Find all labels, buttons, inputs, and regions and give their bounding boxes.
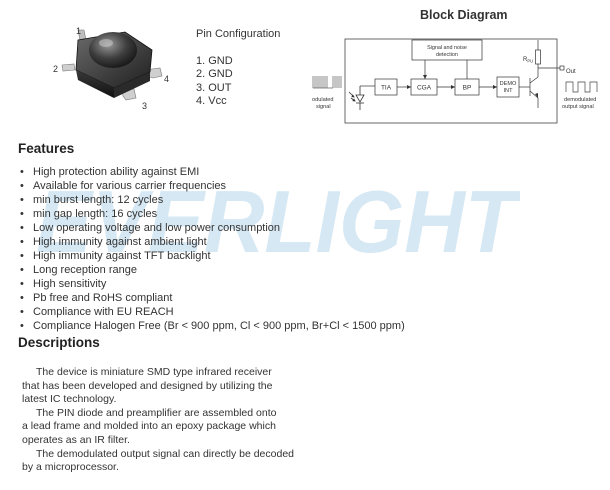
- package-pin-label-2: 2: [53, 64, 58, 74]
- feature-item: •High sensitivity: [20, 278, 107, 290]
- svg-text:EVERLIGHT: EVERLIGHT: [36, 172, 520, 270]
- output-signal-label: demodulated: [564, 97, 596, 103]
- package-pin-label-3: 3: [142, 101, 147, 111]
- feature-item: •Long reception range: [20, 264, 137, 276]
- features-list: •High protection ability against EMI •Av…: [20, 165, 405, 333]
- pin-configuration-title: Pin Configuration: [196, 28, 281, 40]
- everlight-watermark: EVERLIGHT: [36, 172, 520, 270]
- signal-noise-detection-block: [411, 39, 483, 61]
- pin-item: 3. OUT: [196, 81, 232, 94]
- pin-configuration: Pin Configuration 1. GND 2. GND 3. OUT 4…: [196, 28, 280, 109]
- rpu-label: RPU: [523, 57, 533, 64]
- description-line: operates as an IR filter.: [22, 433, 130, 446]
- pin-item: 2. GND: [196, 68, 233, 80]
- snd-label: detection: [436, 52, 458, 58]
- description-line: The device is miniature SMD type infrare…: [36, 366, 272, 378]
- cga-label: CGA: [417, 85, 432, 92]
- descriptions-body: The device is miniature SMD type infrare…: [22, 366, 294, 475]
- input-signal-label: odulated: [312, 97, 333, 103]
- feature-item: •Pb free and RoHS compliant: [20, 292, 173, 304]
- pin-list: 1. GND 2. GND 3. OUT 4. Vcc: [196, 55, 280, 109]
- diagram-frame: [344, 38, 558, 124]
- feature-item: •Compliance Halogen Free (Br < 900 ppm, …: [20, 320, 405, 332]
- output-signal-label: output signal: [562, 104, 594, 110]
- descriptions-heading: Descriptions: [18, 335, 100, 350]
- description-line: a lead frame and molded into an epoxy pa…: [22, 420, 276, 433]
- photodiode-icon: [348, 86, 365, 110]
- demodulated-output-waveform: [565, 81, 598, 93]
- feature-item: •min burst length: 12 cycles: [20, 194, 164, 206]
- package-pin-label-4: 4: [164, 74, 169, 84]
- description-line: The demodulated output signal can direct…: [36, 447, 295, 460]
- feature-item: •High protection ability against EMI: [20, 166, 200, 178]
- description-line: The PIN diode and preamplifier are assem…: [36, 406, 277, 419]
- features-heading: Features: [18, 141, 75, 156]
- int-label: INT: [503, 88, 513, 94]
- feature-item: •High immunity against TFT backlight: [20, 250, 211, 262]
- description-line: by a microprocessor.: [22, 461, 119, 474]
- demod-int-block: [496, 76, 520, 98]
- block-diagram-title: Block Diagram: [420, 8, 508, 22]
- feature-item: •Low operating voltage and low power con…: [20, 222, 281, 234]
- input-signal-label: signal: [316, 104, 331, 110]
- package-pin-label-1: 1: [76, 26, 81, 36]
- feature-item: •Available for various carrier frequenci…: [20, 180, 226, 192]
- demod-label: DEMO: [500, 81, 517, 87]
- pin-item: 1. GND: [196, 54, 233, 67]
- bp-label: BP: [463, 85, 472, 92]
- description-line: that has been developed and designed by …: [22, 379, 273, 392]
- modulated-signal-waveform: [312, 76, 342, 89]
- tia-label: TIA: [381, 85, 392, 92]
- description-line: latest IC technology.: [22, 393, 117, 406]
- block-diagram: odulated signal TIA CGA BP DEMO INT Sign…: [312, 38, 598, 124]
- feature-item: •Compliance with EU REACH: [20, 306, 174, 318]
- out-label: Out: [566, 69, 576, 75]
- feature-item: •min gap length: 16 cycles: [20, 208, 158, 220]
- feature-item: •High immunity against ambient light: [20, 236, 207, 248]
- component-package-image: 1 2 3 4: [53, 26, 169, 111]
- pin-item: 4. Vcc: [196, 95, 227, 107]
- snd-label: Signal and noise: [427, 45, 467, 51]
